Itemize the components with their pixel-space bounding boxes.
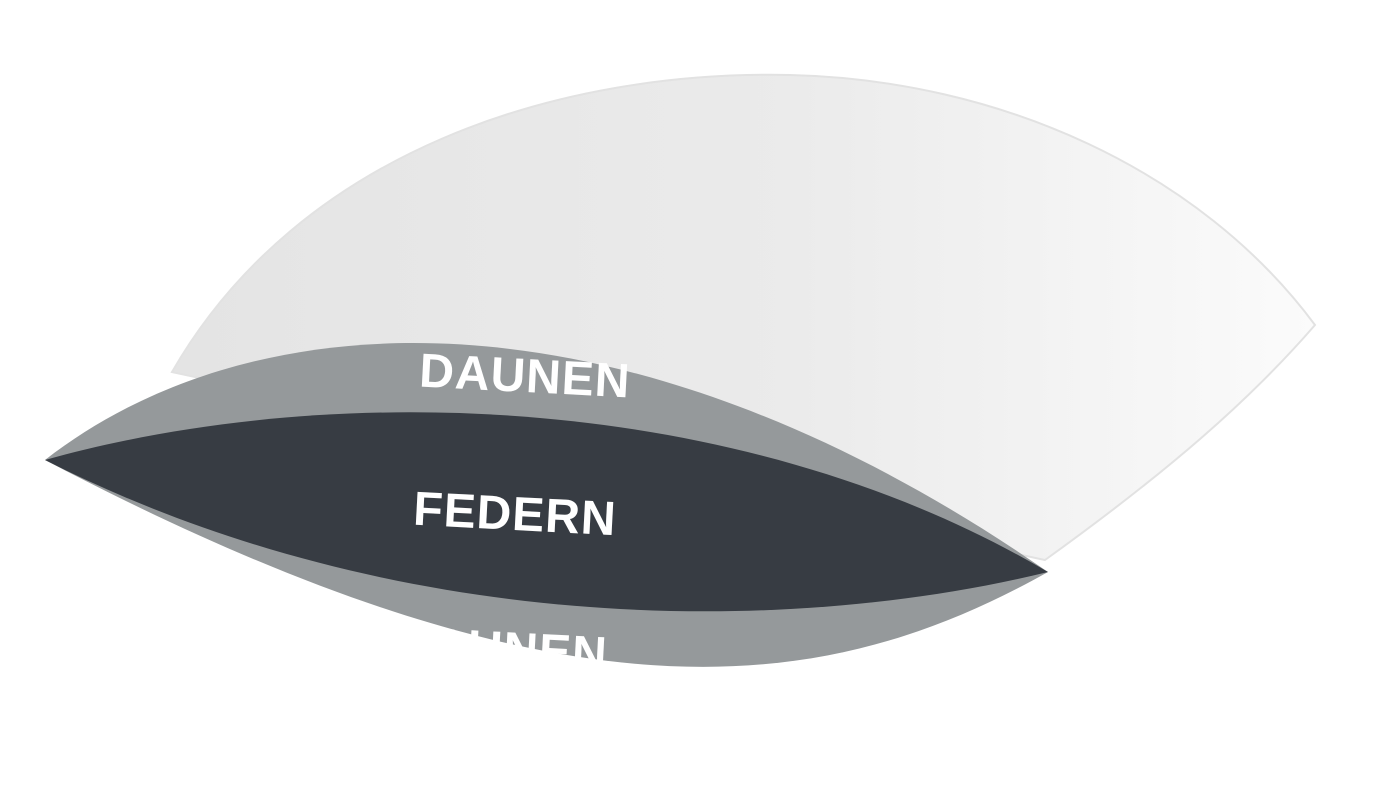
bottom-down-label: DAUNEN — [395, 618, 609, 682]
top-down-label: DAUNEN — [418, 345, 632, 409]
feather-core-shape — [45, 412, 1048, 612]
back-pillow-shape — [170, 73, 1317, 562]
feather-core-label: FEDERN — [412, 483, 618, 547]
